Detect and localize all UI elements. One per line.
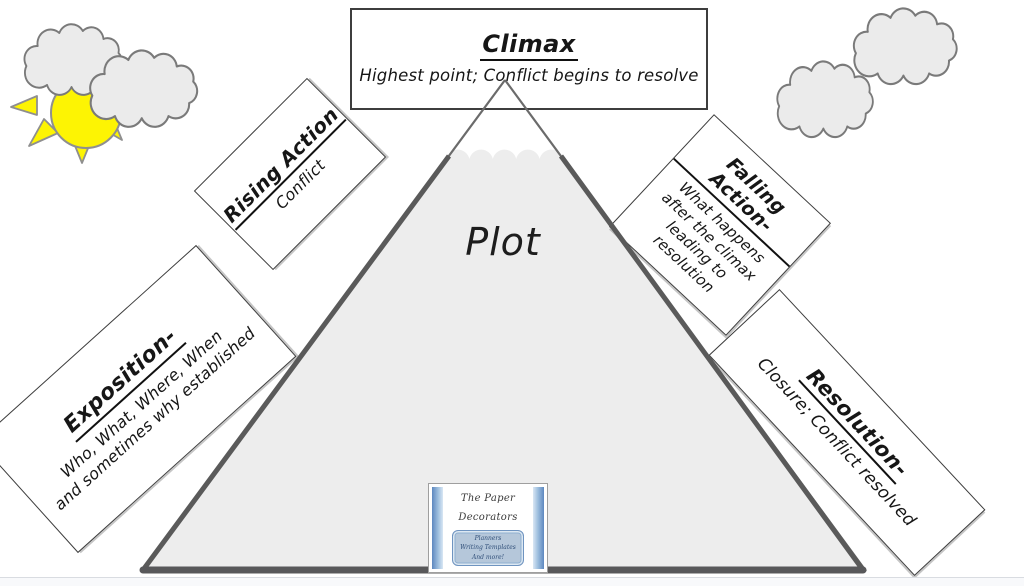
climax-box: Climax Highest point; Conflict begins to… — [350, 8, 708, 110]
logo-left-bar — [432, 487, 443, 569]
logo-brand-line1: The Paper — [460, 493, 516, 504]
mountain-outline-thick — [140, 154, 866, 572]
plot-mountain — [142, 80, 866, 571]
cloud-icon — [776, 60, 874, 139]
snow-cap — [446, 80, 564, 159]
logo-brand-line2: Decorators — [458, 512, 518, 523]
logo-tagline-line2: Writing Templates — [460, 544, 516, 552]
climax-title: Climax — [480, 30, 578, 62]
logo-center: The Paper Decorators Planners Writing Te… — [443, 487, 533, 569]
plot-label: Plot — [465, 220, 541, 264]
page-edge-strip — [0, 577, 1024, 586]
logo-tagline-line1: Planners — [474, 535, 502, 543]
logo-right-bar — [533, 487, 544, 569]
logo-tagline-line3: And more! — [471, 553, 505, 561]
cloud-icon — [89, 49, 199, 128]
climax-description: Highest point; Conflict begins to resolv… — [359, 66, 699, 86]
publisher-logo: The Paper Decorators Planners Writing Te… — [428, 483, 548, 573]
cloud-icon — [852, 7, 958, 86]
logo-tagline-box: Planners Writing Templates And more! — [452, 530, 524, 566]
